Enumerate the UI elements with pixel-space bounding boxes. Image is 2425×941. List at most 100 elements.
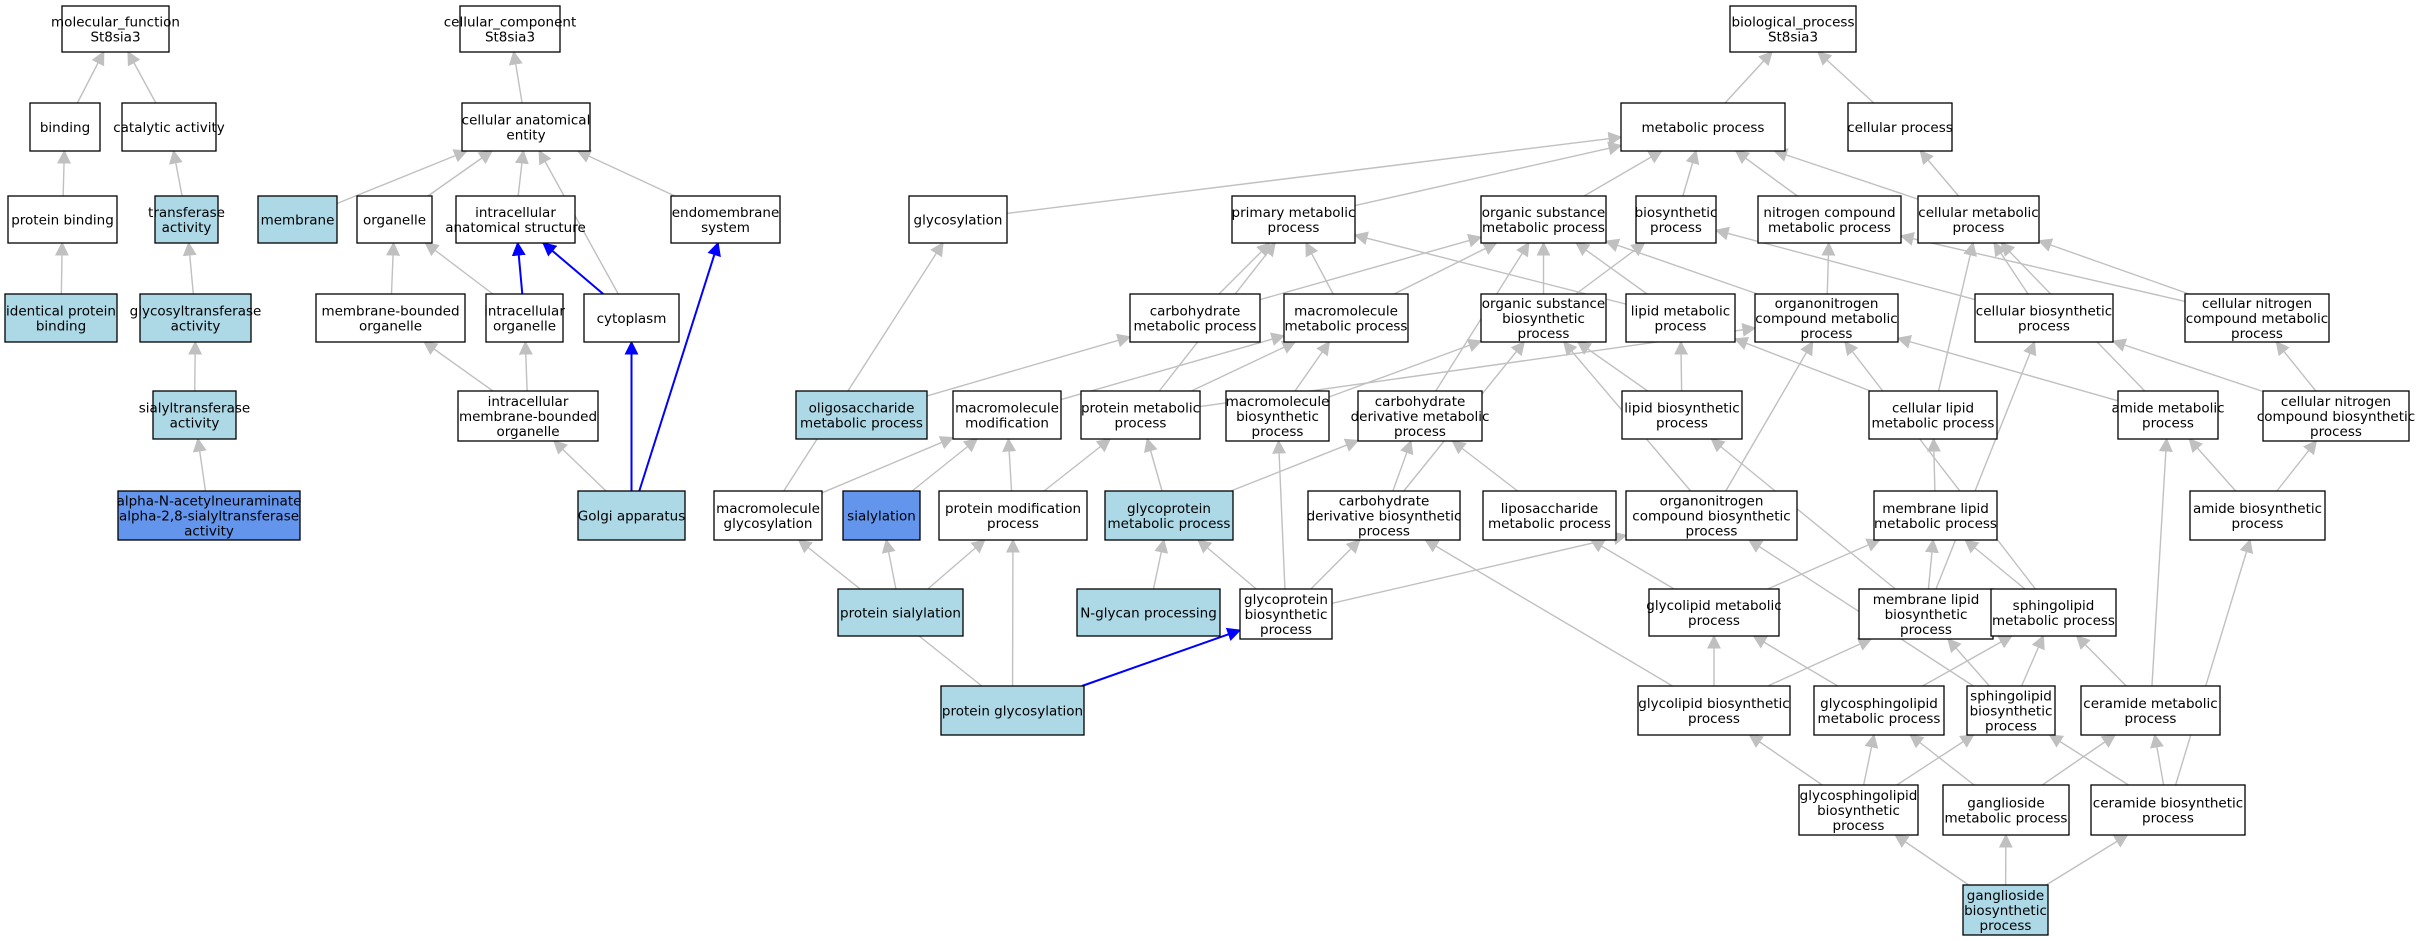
node-box [1813,685,1945,736]
node-label-line: derivative metabolic [1351,409,1490,425]
node-label-line: process [1688,711,1740,727]
node-label-line: ganglioside [1967,796,2044,812]
node-label-line: activity [171,319,221,335]
node-golgi[interactable]: Golgi apparatus [577,490,686,541]
node-protbind[interactable]: protein binding [7,195,118,244]
edge-imbo-to-mbo [423,341,494,392]
node-label-line: binding [40,120,90,136]
node-label-line: amide biosynthetic [2193,501,2322,517]
node-label-line: carbohydrate [1150,304,1241,320]
node-membrane[interactable]: membrane [257,195,338,244]
edge-lipidbio-to-orgsubbio [1576,341,1649,392]
node-nglycan[interactable]: N-glycan processing [1076,588,1221,637]
node-label-line: organic substance [1482,296,1605,312]
node-protsialyl[interactable]: protein sialylation [837,588,964,637]
edge-glycosphbio-to-glycolipbio [1748,734,1823,786]
node-box [837,588,964,637]
node-box [457,390,599,442]
node-catact[interactable]: catalytic activity [113,102,225,152]
node-box [356,195,433,244]
edge-organoN-to-nitcomp [1821,241,1836,295]
node-organelle[interactable]: organelle [356,195,433,244]
node-binding[interactable]: binding [29,102,101,152]
node-sialyl[interactable]: sialylation [842,490,921,541]
node-metab[interactable]: metabolic process [1620,102,1786,152]
node-label-line: St8sia3 [1768,30,1818,46]
node-glycosyl[interactable]: glycosylation [908,195,1008,244]
node-label-line: membrane-bounded [459,409,597,425]
node-box [1757,195,1902,244]
node-label-line: protein sialylation [840,606,961,622]
node-alphan[interactable]: alpha-N-acetylneuraminatealpha-2,8-sialy… [117,490,302,541]
edge-glycolipbio-to-carbderivbio [1424,539,1673,687]
node-cytoplasm[interactable]: cytoplasm [583,293,680,343]
edge-macromet-to-orgsub [1393,242,1498,295]
edge-nglycan-to-glycoprotmet [1152,538,1169,590]
node-box [121,102,217,152]
node-label-line: activity [184,524,234,540]
edge-organelle-to-cae [427,150,494,197]
node-protglyc[interactable]: protein glycosylation [940,685,1085,736]
edge-cerabio-to-ceramet [2150,733,2165,786]
edge-protmet-to-macromet [1191,341,1297,392]
node-cellproc[interactable]: cellular process [1847,102,1953,152]
node-label-line: lipid biosynthetic [1624,401,1739,417]
node-box [1635,195,1717,244]
node-label-line: metabolic process [1482,220,1605,236]
